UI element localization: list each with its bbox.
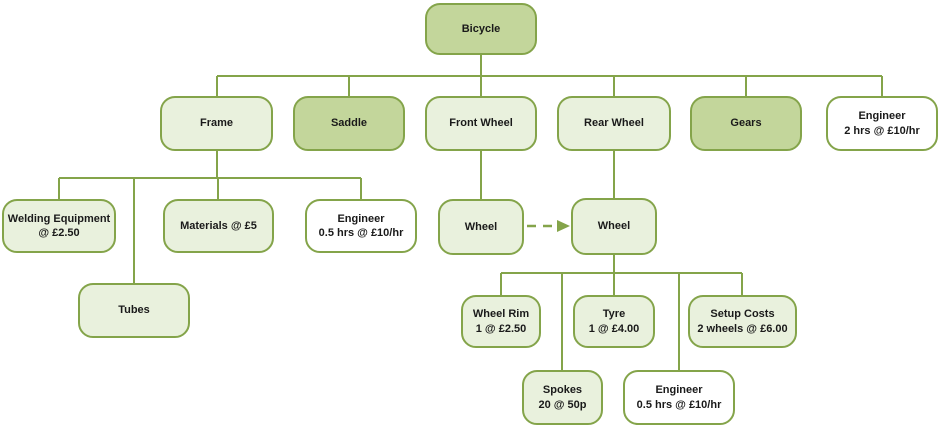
node-bicycle: Bicycle bbox=[425, 3, 537, 55]
node-wheel-rear-label: Wheel bbox=[597, 220, 631, 233]
node-welding-equipment: Welding Equipment @ £2.50 bbox=[2, 199, 116, 253]
duplicate-wheel-arrow-head bbox=[557, 220, 570, 232]
node-saddle: Saddle bbox=[293, 96, 405, 151]
node-wheel-rim-detail: 1 @ £2.50 bbox=[475, 322, 527, 335]
node-wheel-rim: Wheel Rim 1 @ £2.50 bbox=[461, 295, 541, 348]
node-tyre-label: Tyre bbox=[602, 308, 626, 321]
node-setup-costs-detail: 2 wheels @ £6.00 bbox=[697, 322, 788, 335]
connector-wheel-parents bbox=[480, 151, 615, 199]
node-engineer-frame-detail: 0.5 hrs @ £10/hr bbox=[318, 227, 404, 239]
node-spokes-label: Spokes bbox=[542, 384, 583, 397]
node-engineer-bicycle-detail: 2 hrs @ £10/hr bbox=[844, 124, 920, 137]
node-engineer-wheel-label: Engineer bbox=[655, 384, 703, 397]
connector-wheel-children bbox=[500, 255, 743, 370]
node-frame-label: Frame bbox=[199, 117, 234, 130]
node-wheel-rear: Wheel bbox=[571, 198, 657, 255]
node-spokes: Spokes 20 @ 50p bbox=[522, 370, 603, 425]
node-tyre: Tyre 1 @ £4.00 bbox=[573, 295, 655, 348]
node-front-wheel-label: Front Wheel bbox=[449, 117, 513, 130]
node-wheel-front: Wheel bbox=[438, 199, 524, 255]
node-front-wheel: Front Wheel bbox=[425, 96, 537, 151]
node-engineer-wheel-detail: 0.5 hrs @ £10/hr bbox=[636, 398, 722, 411]
node-materials: Materials @ £5 bbox=[163, 199, 274, 253]
duplicate-wheel-arrow bbox=[527, 220, 570, 232]
node-tyre-detail: 1 @ £4.00 bbox=[588, 322, 640, 335]
node-engineer-frame: Engineer 0.5 hrs @ £10/hr bbox=[305, 199, 417, 253]
node-bicycle-label: Bicycle bbox=[461, 22, 501, 35]
level1-connectors bbox=[58, 55, 883, 370]
node-welding-equipment-label: Welding Equipment bbox=[7, 212, 111, 225]
node-wheel-rim-label: Wheel Rim bbox=[472, 308, 530, 321]
node-engineer-wheel: Engineer 0.5 hrs @ £10/hr bbox=[623, 370, 735, 425]
connector-frame-children bbox=[58, 151, 362, 283]
node-rear-wheel-label: Rear Wheel bbox=[584, 117, 644, 130]
node-gears-label: Gears bbox=[730, 117, 762, 130]
node-setup-costs: Setup Costs 2 wheels @ £6.00 bbox=[688, 295, 797, 348]
node-gears: Gears bbox=[690, 96, 802, 151]
node-engineer-frame-label: Engineer bbox=[337, 212, 385, 225]
node-frame: Frame bbox=[160, 96, 273, 151]
node-tubes-label: Tubes bbox=[118, 304, 150, 317]
node-engineer-bicycle: Engineer 2 hrs @ £10/hr bbox=[826, 96, 938, 151]
node-saddle-label: Saddle bbox=[330, 117, 368, 130]
node-welding-equipment-detail: @ £2.50 bbox=[38, 227, 80, 239]
node-rear-wheel: Rear Wheel bbox=[557, 96, 671, 151]
node-tubes: Tubes bbox=[78, 283, 190, 338]
node-wheel-front-label: Wheel bbox=[464, 220, 498, 233]
node-spokes-detail: 20 @ 50p bbox=[538, 398, 587, 411]
node-materials-label: Materials @ £5 bbox=[180, 219, 257, 232]
node-engineer-bicycle-label: Engineer bbox=[858, 110, 906, 123]
connector-root-to-level1 bbox=[216, 55, 883, 96]
node-setup-costs-label: Setup Costs bbox=[710, 308, 775, 321]
